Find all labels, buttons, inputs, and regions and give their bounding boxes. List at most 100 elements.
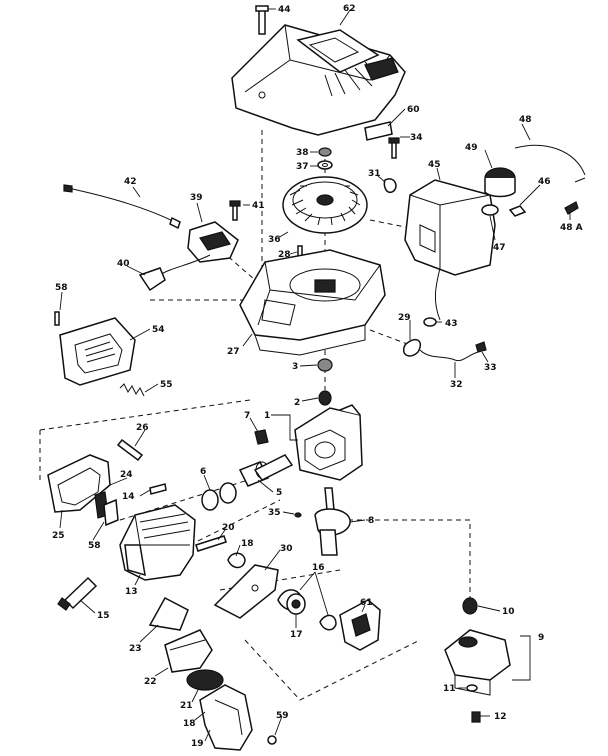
- washer-38[interactable]: [318, 147, 332, 157]
- engine-housing[interactable]: [239, 249, 386, 356]
- throttle-link-29[interactable]: [403, 338, 422, 357]
- spark-plug[interactable]: [57, 576, 98, 611]
- grommet-43[interactable]: [423, 317, 437, 327]
- washer-11[interactable]: [466, 684, 478, 692]
- gasket-58b[interactable]: [103, 498, 119, 527]
- label-42: 42: [124, 177, 137, 187]
- label-58b: 58: [88, 541, 101, 551]
- label-31: 31: [368, 169, 381, 179]
- label-49: 49: [465, 143, 478, 153]
- label-59: 59: [276, 711, 289, 721]
- heat-shield-30[interactable]: [213, 564, 279, 619]
- screw-34[interactable]: [388, 137, 400, 159]
- decal-60[interactable]: [364, 121, 393, 141]
- cylinder[interactable]: [119, 504, 196, 581]
- label-14: 14: [122, 492, 135, 502]
- filter-21[interactable]: [186, 669, 224, 691]
- screw-58[interactable]: [54, 311, 60, 326]
- label-8: 8: [368, 516, 374, 526]
- connecting-rod[interactable]: [253, 454, 294, 481]
- bearing-7[interactable]: [254, 429, 269, 445]
- throttle-cable-32[interactable]: [419, 349, 479, 362]
- label-48a: 48 A: [560, 223, 583, 233]
- label-24: 24: [120, 470, 133, 480]
- engine-cover[interactable]: [231, 24, 406, 136]
- label-60: 60: [407, 105, 420, 115]
- screw-14[interactable]: [149, 483, 167, 495]
- adapter-23[interactable]: [148, 596, 189, 631]
- key-35[interactable]: [294, 512, 302, 518]
- crankcase[interactable]: [294, 404, 363, 481]
- air-box-19[interactable]: [199, 684, 253, 751]
- label-23: 23: [129, 644, 142, 654]
- label-41: 41: [252, 201, 265, 211]
- bearing-2[interactable]: [318, 390, 332, 406]
- label-15: 15: [97, 611, 110, 621]
- piston-rings-5[interactable]: [201, 482, 237, 511]
- fitting-33[interactable]: [475, 341, 487, 353]
- seal-3[interactable]: [317, 358, 333, 372]
- label-22: 22: [144, 677, 157, 687]
- label-37: 37: [296, 162, 309, 172]
- label-12: 12: [494, 712, 507, 722]
- label-13: 13: [125, 587, 138, 597]
- label-30: 30: [280, 544, 293, 554]
- fuel-cap[interactable]: [484, 167, 516, 198]
- label-55: 55: [160, 380, 173, 390]
- filter-48a[interactable]: [564, 201, 579, 215]
- label-2: 2: [294, 398, 300, 408]
- fuel-tank[interactable]: [404, 179, 496, 321]
- label-45: 45: [428, 160, 441, 170]
- label-38: 38: [296, 148, 309, 158]
- screw-41[interactable]: [229, 200, 241, 221]
- flywheel[interactable]: [282, 176, 368, 234]
- label-34: 34: [410, 133, 423, 143]
- label-20: 20: [222, 523, 235, 533]
- spark-plug-wire[interactable]: [63, 184, 181, 230]
- label-7: 7: [244, 411, 250, 421]
- label-18b: 18: [183, 719, 196, 729]
- screw-44[interactable]: [255, 5, 269, 35]
- label-21: 21: [180, 701, 193, 711]
- label-6: 6: [200, 467, 206, 477]
- element-22[interactable]: [164, 629, 213, 673]
- label-44: 44: [278, 5, 291, 15]
- vent-47[interactable]: [481, 204, 499, 216]
- screw-28[interactable]: [297, 245, 303, 257]
- carburetor[interactable]: [339, 599, 381, 651]
- label-47: 47: [493, 243, 506, 253]
- clip-31[interactable]: [383, 178, 397, 194]
- pin-20[interactable]: [195, 535, 227, 552]
- spacer-17[interactable]: [286, 593, 306, 615]
- screw-59[interactable]: [267, 735, 277, 745]
- gasket-18[interactable]: [227, 552, 246, 569]
- label-17: 17: [290, 630, 303, 640]
- screw-12[interactable]: [471, 711, 481, 723]
- label-39: 39: [190, 193, 203, 203]
- label-33: 33: [484, 363, 497, 373]
- label-26: 26: [136, 423, 149, 433]
- label-3: 3: [292, 362, 298, 372]
- air-cleaner-cover[interactable]: [59, 317, 136, 386]
- label-5: 5: [276, 488, 282, 498]
- label-54: 54: [152, 325, 165, 335]
- label-27: 27: [227, 347, 240, 357]
- ignition-module[interactable]: [159, 221, 239, 276]
- spring-55[interactable]: [119, 383, 145, 397]
- label-62: 62: [343, 4, 356, 14]
- label-58: 58: [55, 283, 68, 293]
- grommet-46[interactable]: [508, 205, 527, 217]
- screw-26[interactable]: [116, 438, 144, 462]
- spark-boot-40[interactable]: [138, 267, 166, 292]
- label-61: 61: [360, 598, 373, 608]
- label-11: 11: [443, 684, 456, 694]
- washer-37[interactable]: [317, 160, 333, 170]
- seal-10[interactable]: [462, 597, 478, 615]
- crankshaft[interactable]: [314, 487, 351, 556]
- gasket-16b[interactable]: [319, 614, 337, 631]
- label-10: 10: [502, 607, 515, 617]
- label-19: 19: [191, 739, 204, 749]
- fuel-line-48[interactable]: [514, 144, 586, 183]
- label-16: 16: [312, 563, 325, 573]
